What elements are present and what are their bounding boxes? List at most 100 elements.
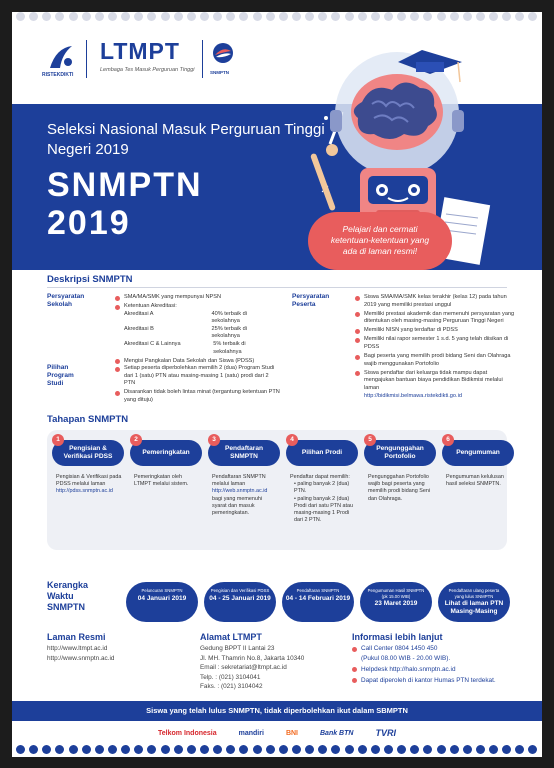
list-item: Dapat diperoleh di kantor Humas PTN terd…	[352, 676, 522, 686]
step-number: 5	[364, 434, 376, 446]
list-item: Call Center 0804 1450 450(Pukul 08.00 WI…	[352, 644, 522, 663]
btn-logo: Bank BTN	[320, 729, 354, 737]
list-persyaratan-sekolah: SMA/MA/SMK yang mempunyai NPSN Ketentuan…	[115, 294, 275, 367]
step-sub-item: • paling banyak 2 (dua) PTN.	[294, 481, 350, 495]
snmptn-logo-icon	[213, 43, 233, 63]
step-description: Pemeringkatan oleh LTMPT melalui sistem.	[134, 474, 189, 488]
step-number: 6	[442, 434, 454, 446]
bullet-icon	[115, 366, 120, 372]
list-item: Memiliki prestasi akademik dan memenuhi …	[355, 311, 515, 326]
list-item: Disarankan tidak boleh lintas minat (ter…	[115, 389, 280, 404]
bullet-icon	[115, 304, 120, 310]
laman-links: http://www.ltmpt.ac.id http://www.snmptn…	[47, 644, 115, 663]
step-heading: Pilihan Prodi	[286, 440, 358, 466]
speech-bubble: Pelajari dan cermati ketentuan-ketentuan…	[308, 212, 452, 270]
email-link[interactable]: Email : sekretariat@ltmpt.ac.id	[200, 664, 287, 671]
poster: RISTEKDIKTI LTMPT Lembaga Tes Masuk Perg…	[12, 12, 542, 757]
schedule-pill: Pendaftaran ulang peserta yang lulus SNM…	[438, 582, 510, 622]
bullet-icon	[355, 337, 360, 343]
notice-banner: Siswa yang telah lulus SNMPTN, tidak dip…	[12, 701, 542, 721]
list-pilihan-prodi: Setiap peserta diperbolehkan memilih 2 (…	[115, 365, 280, 406]
header-divider	[86, 40, 87, 78]
list-item: Memiliki NISN yang terdaftar di PDSS	[355, 327, 515, 335]
snmptn-url-link[interactable]: http://www.snmptn.ac.id	[47, 654, 115, 662]
mandiri-logo: mandiri	[238, 729, 264, 737]
bullet-icon	[355, 354, 360, 360]
bullet-icon	[355, 371, 360, 377]
ristekdikti-label: RISTEKDIKTI	[42, 72, 74, 78]
web-snmptn-link[interactable]: http://web.snmptn.ac.id	[212, 488, 268, 495]
hero-title: SNMPTN 2019	[47, 166, 203, 242]
list-item: Setiap peserta diperbolehkan memilih 2 (…	[115, 365, 280, 388]
ltmpt-tagline: Lembaga Tes Masuk Perguruan Tinggi	[100, 67, 195, 73]
step-sub-item: • paling banyak 2 (dua) Prodi dari satu …	[294, 495, 354, 524]
step-description: Pendaftar dapat memilih: • paling banyak…	[290, 474, 356, 524]
bni-logo: BNI	[285, 729, 298, 737]
list-item: Bagi peserta yang memilih prodi bidang S…	[355, 353, 515, 368]
step-heading: Pengunggahan Portofolio	[364, 440, 436, 466]
step-heading: Pengisian & Verifikasi PDSS	[52, 440, 124, 466]
alamat-title: Alamat LTMPT	[200, 632, 262, 642]
robot-mascot-illustration	[310, 50, 492, 267]
section-title-deskripsi: Deskripsi SNMPTN	[47, 274, 133, 285]
laman-resmi-title: Laman Resmi	[47, 632, 106, 642]
pdss-link[interactable]: http://pdss.snmptn.ac.id	[56, 488, 113, 495]
step-number: 4	[286, 434, 298, 446]
ristekdikti-logo-icon	[50, 46, 72, 68]
ltmpt-url-link[interactable]: http://www.ltmpt.ac.id	[47, 645, 108, 652]
bullet-icon	[115, 295, 120, 301]
list-persyaratan-peserta: Siswa SMA/MA/SMK kelas terakhir (kelas 1…	[355, 294, 515, 402]
alamat-lines: Gedung BPPT II Lantai 23 Jl. MH. Thamrin…	[200, 645, 305, 690]
informasi-list: Call Center 0804 1450 450(Pukul 08.00 WI…	[352, 644, 522, 687]
bullet-icon	[352, 678, 357, 683]
step-heading: Pemeringkatan	[130, 440, 202, 466]
sponsor-logos: Telkom Indonesia mandiri BNI Bank BTN TV…	[12, 721, 542, 745]
step-description: Pengisian & Verifikasi pada PDSS melalui…	[56, 474, 122, 495]
ltmpt-wordmark: LTMPT	[100, 38, 180, 64]
bullet-icon	[352, 646, 357, 652]
step-number: 1	[52, 434, 64, 446]
telkom-logo: Telkom Indonesia	[158, 729, 217, 737]
bullet-icon	[115, 359, 120, 365]
hero-subtitle: Seleksi Nasional Masuk Perguruan Tinggi …	[47, 121, 325, 158]
list-item: Mengisi Pangkalan Data Sekolah dan Siswa…	[115, 358, 275, 366]
tvri-logo: TVRI	[375, 728, 396, 738]
header-divider-2	[202, 40, 203, 78]
step-heading: Pengumuman	[442, 440, 514, 466]
informasi-title: Informasi lebih lanjut	[352, 632, 443, 642]
step-description: Pengumuman kelulusan hasil seleksi SNMPT…	[446, 474, 504, 488]
snmptn-logo-label: SNMPTN	[210, 70, 229, 75]
bullet-icon	[355, 328, 360, 334]
step-number: 3	[208, 434, 220, 446]
bottom-dot-strip	[12, 745, 542, 757]
step-heading: Pendaftaran SNMPTN	[208, 440, 280, 466]
bullet-icon	[352, 667, 357, 672]
bidikmisi-link[interactable]: http://bidikmisi.belmawa.ristekdikti.go.…	[364, 392, 462, 399]
list-item[interactable]: Helpdesk http://halo.snmptn.ac.id	[352, 665, 522, 675]
top-dot-strip	[12, 12, 542, 26]
bullet-icon	[355, 312, 360, 318]
bullet-icon	[355, 295, 360, 301]
schedule-pill: Pengumuman Hasil SNMPTN (pk 15.00 WIB)23…	[360, 582, 432, 622]
step-description: Pengunggahan Portofolio wajib bagi peser…	[368, 474, 431, 502]
step-number: 2	[130, 434, 142, 446]
list-item: SMA/MA/SMK yang mempunyai NPSN	[115, 294, 275, 302]
section-divider	[47, 287, 507, 288]
bullet-icon	[115, 390, 120, 396]
list-item: Memiliki nilai rapor semester 1 s.d. 5 y…	[355, 336, 515, 351]
list-item: Siswa SMA/MA/SMK kelas terakhir (kelas 1…	[355, 294, 515, 309]
list-item: Siswa pendaftar dari keluarga tidak mamp…	[355, 370, 515, 400]
section-title-tahapan: Tahapan SNMPTN	[47, 414, 129, 425]
